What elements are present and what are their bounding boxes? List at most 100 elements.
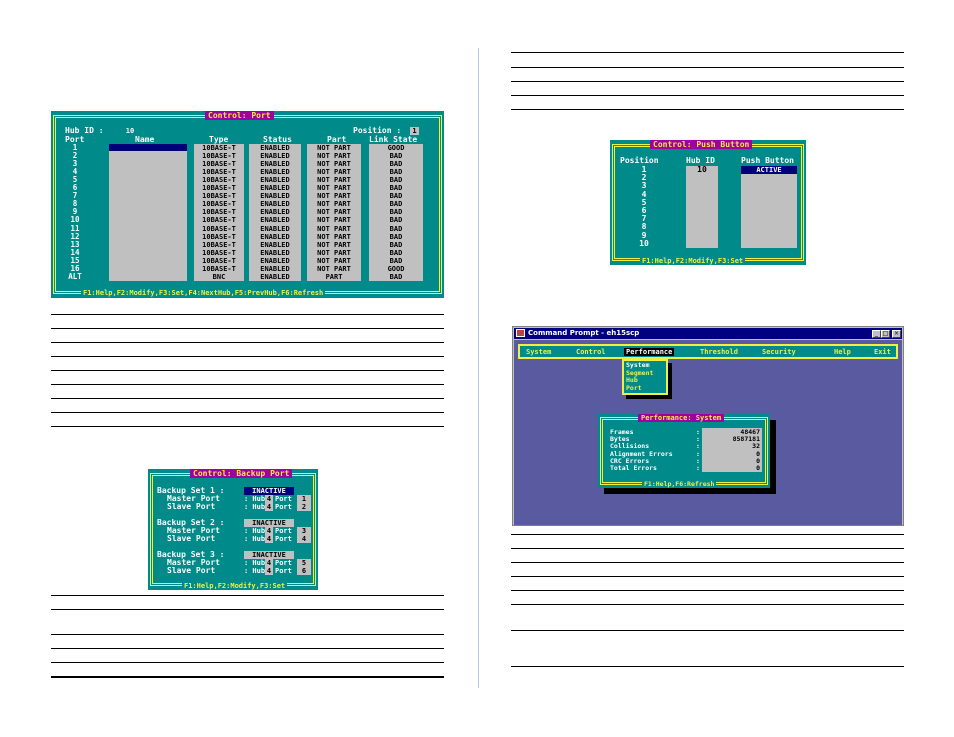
hub-label: : Hub bbox=[244, 535, 266, 543]
link-state-cell: BAD bbox=[389, 200, 403, 209]
menu-item-threshold[interactable]: Threshold bbox=[700, 348, 738, 356]
status-cell: ENABLED bbox=[260, 264, 290, 273]
link-state-cell: BAD bbox=[389, 192, 403, 201]
type-cell: 10BASE-T bbox=[202, 216, 236, 225]
push-button-column[interactable] bbox=[741, 166, 797, 248]
master-port-field[interactable]: 1 bbox=[297, 495, 311, 503]
port-number: 16 bbox=[70, 263, 80, 273]
dropdown-item-segment[interactable]: Segment bbox=[626, 368, 654, 377]
hub-label: : Hub bbox=[244, 567, 266, 575]
link-state-cell: BAD bbox=[389, 240, 403, 249]
dropdown-item-port[interactable]: Port bbox=[626, 383, 642, 392]
port-label: Port bbox=[275, 495, 292, 503]
stat-label: Frames bbox=[610, 428, 634, 436]
link-state-cell: BAD bbox=[389, 160, 403, 169]
backup-set-state[interactable]: INACTIVE bbox=[244, 487, 294, 495]
stat-label: Total Errors bbox=[610, 464, 657, 472]
link-state-cell: BAD bbox=[389, 168, 403, 177]
master-port-field[interactable]: 3 bbox=[297, 527, 311, 535]
hub-id-column[interactable] bbox=[686, 166, 718, 248]
perf-footer: F1:Help,F6:Refresh bbox=[642, 480, 717, 488]
position-number: 9 bbox=[641, 230, 647, 240]
close-button[interactable]: × bbox=[892, 330, 901, 338]
menu-item-performance[interactable]: Performance bbox=[624, 348, 675, 356]
port-number: 2 bbox=[72, 151, 78, 161]
slave-hub-field[interactable]: 4 bbox=[265, 535, 273, 543]
type-cell: 10BASE-T bbox=[202, 240, 236, 249]
slave-port-label: Slave Port bbox=[167, 566, 216, 575]
minimize-button[interactable]: _ bbox=[872, 330, 881, 338]
backup-set-state[interactable]: INACTIVE bbox=[244, 519, 294, 527]
slave-port-label: Slave Port bbox=[167, 502, 216, 511]
header-link-state: Link State bbox=[369, 135, 418, 144]
type-cell: 10BASE-T bbox=[202, 144, 236, 152]
name-column[interactable] bbox=[109, 144, 187, 281]
part-cell: NOT PART bbox=[317, 152, 351, 161]
hub-id-field[interactable]: 10 bbox=[123, 127, 137, 135]
stat-value: 0 bbox=[756, 449, 760, 458]
name-cursor-bar[interactable] bbox=[109, 144, 187, 151]
status-cell: ENABLED bbox=[260, 232, 290, 241]
dropdown-item-hub[interactable]: Hub bbox=[626, 376, 638, 384]
part-cell: PART bbox=[325, 272, 343, 281]
header-type: Type bbox=[209, 135, 229, 144]
slave-port-field[interactable]: 4 bbox=[297, 535, 311, 543]
part-cell: NOT PART bbox=[317, 248, 351, 257]
cmd-icon bbox=[516, 329, 525, 337]
status-cell: ENABLED bbox=[260, 168, 290, 177]
part-cell: NOT PART bbox=[317, 256, 351, 265]
master-hub-field[interactable]: 4 bbox=[265, 495, 273, 503]
part-cell: NOT PART bbox=[317, 264, 351, 273]
slave-hub-field[interactable]: 4 bbox=[265, 567, 273, 575]
menu-item-help[interactable]: Help bbox=[834, 348, 851, 356]
master-port-label: Master Port bbox=[167, 526, 220, 535]
position-field[interactable]: 1 bbox=[410, 127, 419, 135]
master-port-field[interactable]: 5 bbox=[297, 559, 311, 567]
type-cell: 10BASE-T bbox=[202, 208, 236, 217]
part-cell: NOT PART bbox=[317, 216, 351, 225]
menu-item-exit[interactable]: Exit bbox=[874, 348, 891, 356]
header-push-button: Push Button bbox=[741, 156, 794, 165]
slave-port-field[interactable]: 2 bbox=[297, 503, 311, 511]
stat-label: Collisions bbox=[610, 442, 650, 451]
menu-item-control[interactable]: Control bbox=[576, 348, 606, 356]
header-status: Status bbox=[263, 135, 292, 144]
stat-colon: : bbox=[696, 449, 700, 458]
position-label: Position : bbox=[353, 126, 402, 135]
port-number: 12 bbox=[70, 231, 80, 241]
master-port-label: Master Port bbox=[167, 558, 220, 567]
backup-set-label: Backup Set 2 : bbox=[157, 518, 225, 527]
link-state-cell: BAD bbox=[389, 248, 403, 257]
master-hub-field[interactable]: 4 bbox=[265, 559, 273, 567]
type-cell: 10BASE-T bbox=[202, 200, 236, 209]
backup-set-label: Backup Set 1 : bbox=[157, 486, 225, 495]
dropdown-item-system[interactable]: System bbox=[626, 361, 650, 369]
maximize-button[interactable]: □ bbox=[881, 330, 890, 338]
window-title: Command Prompt - eh15scp bbox=[528, 329, 640, 337]
port-number: 13 bbox=[70, 239, 80, 249]
part-cell: NOT PART bbox=[317, 208, 351, 217]
panel-title: Control: Push Button bbox=[650, 140, 753, 149]
control-backup-panel: Control: Backup Port Backup Set 1 :INACT… bbox=[148, 469, 318, 590]
position-number: 1 bbox=[641, 165, 647, 174]
slave-hub-field[interactable]: 4 bbox=[265, 503, 273, 511]
position-number: 7 bbox=[641, 214, 647, 224]
port-label: Port bbox=[275, 503, 292, 511]
slave-port-field[interactable]: 6 bbox=[297, 567, 311, 575]
push-button-active[interactable]: ACTIVE bbox=[741, 166, 797, 174]
master-hub-field[interactable]: 4 bbox=[265, 527, 273, 535]
menu-item-system[interactable]: System bbox=[526, 348, 552, 356]
port-number: 6 bbox=[72, 183, 78, 193]
hub-label: : Hub bbox=[244, 559, 266, 567]
backup-set-state[interactable]: INACTIVE bbox=[244, 551, 294, 559]
port-number: 7 bbox=[72, 191, 78, 201]
link-state-cell: BAD bbox=[389, 176, 403, 185]
status-cell: ENABLED bbox=[260, 192, 290, 201]
menu-item-security[interactable]: Security bbox=[762, 348, 796, 356]
